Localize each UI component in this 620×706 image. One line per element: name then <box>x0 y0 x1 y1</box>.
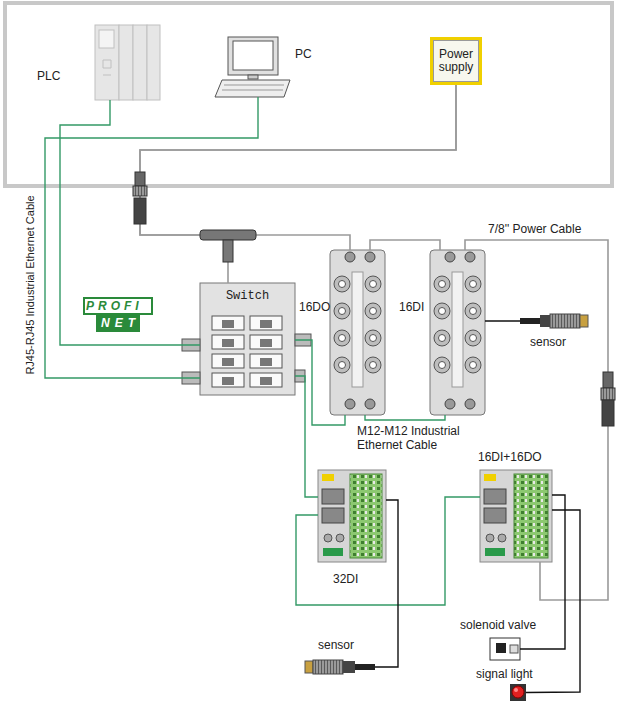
sensor-icon <box>305 660 375 674</box>
cable-connector <box>45 97 258 378</box>
power-supply-box: Power supply <box>430 37 482 85</box>
cable-connector <box>375 500 398 667</box>
io-module-16do <box>330 250 385 415</box>
io-module-node: 32DI <box>318 470 386 562</box>
sensor-node: sensor <box>305 660 375 674</box>
node-label: solenoid valve <box>460 618 536 632</box>
pc-node: PC <box>215 37 290 97</box>
cable-label: 7/8'' Power Cable <box>487 222 582 236</box>
m12-connector <box>133 172 147 224</box>
node-label: sensor <box>318 638 354 652</box>
signal-light-node: signal light <box>510 684 526 701</box>
io-module-node: 16DI <box>430 250 485 415</box>
pc-icon <box>215 37 290 97</box>
cable-connector <box>295 376 318 497</box>
io-module-node: 16DO <box>330 250 385 415</box>
terminal-module-16di-16do <box>480 470 552 562</box>
node-label: 16DI+16DO <box>478 450 542 464</box>
sensor-node: sensor <box>520 313 588 329</box>
switch-housing <box>200 283 295 395</box>
m12-connector <box>601 372 615 426</box>
t-connector <box>200 230 256 262</box>
rj45-plugs <box>182 334 311 384</box>
cable-connector <box>365 415 445 420</box>
switch-ports <box>212 316 282 387</box>
cable-connector <box>295 340 345 425</box>
cable-connector <box>140 85 456 250</box>
io-module-node: 16DI+16DO <box>480 470 552 562</box>
plc-icon <box>95 25 160 100</box>
signal-light-icon <box>510 684 526 701</box>
plc-node: PLC <box>95 25 160 100</box>
cable-connector <box>60 100 200 345</box>
cable-label: M12-M12 Industrial Ethernet Cable <box>356 424 476 452</box>
switch-node: Switch <box>200 283 295 395</box>
node-label: Power supply <box>435 48 477 74</box>
m12-sockets <box>334 252 481 409</box>
cable-connector <box>140 85 456 283</box>
node-label: 16DO <box>299 300 330 314</box>
node-label: signal light <box>476 667 533 681</box>
cable-connector <box>370 240 440 250</box>
node-label: 16DI <box>399 300 424 314</box>
cable-connector <box>465 240 608 600</box>
cable-label: RJ45-RJ45 Industrial Ethernet Cable <box>23 195 37 374</box>
node-label: PLC <box>37 69 60 83</box>
solenoid-valve-icon <box>490 638 520 660</box>
node-label: Switch <box>200 289 295 303</box>
terminal-module-32di <box>318 470 386 562</box>
node-label: PC <box>295 47 312 61</box>
valve-node: solenoid valve <box>490 638 520 660</box>
logo-text: NET <box>101 316 140 330</box>
io-module-16di <box>430 250 485 415</box>
cable-connector <box>296 497 480 605</box>
profinet-logo <box>84 298 152 332</box>
cable-connector <box>485 320 520 321</box>
node-label: sensor <box>530 335 566 349</box>
logo-text: PROFI <box>86 299 143 313</box>
node-label: 32DI <box>333 572 358 586</box>
cable-connector <box>526 510 580 693</box>
sensor-icon <box>520 314 588 328</box>
control-cabinet <box>5 3 612 186</box>
